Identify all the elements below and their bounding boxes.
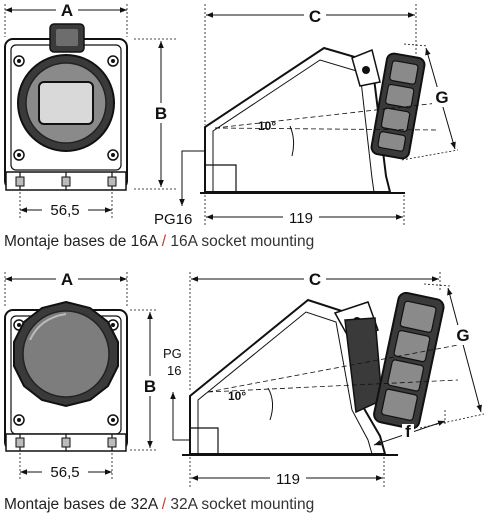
- caption-separator: /: [161, 496, 167, 513]
- dimension-a-bottom: A: [4, 270, 128, 308]
- dimension-width-bottom: 56,5: [19, 453, 113, 481]
- dimension-b-top: B: [134, 38, 178, 190]
- caption-32a: Montaje bases de 32A / 32A socket mounti…: [4, 496, 314, 514]
- dimension-a-top: A: [4, 1, 128, 37]
- caption-en: 32A socket mounting: [170, 496, 315, 513]
- dim-g-label: G: [435, 88, 448, 107]
- caption-es: Montaje bases de 32A: [4, 496, 158, 513]
- side-view-32a: 10°: [182, 291, 459, 456]
- dimension-depth-top: 119: [204, 195, 405, 227]
- screw-hole-icon: [107, 55, 119, 67]
- angle-label: 10°: [258, 119, 276, 133]
- screw-hole-icon: [107, 149, 119, 161]
- pg-callout-top: PG16: [154, 150, 205, 228]
- dimension-b-bottom: B: [130, 309, 160, 451]
- dimension-f-bottom: f: [373, 410, 446, 446]
- dim-a-label: A: [61, 1, 73, 20]
- caption-es: Montaje bases de 16A: [4, 233, 158, 250]
- dimension-g-top: G: [401, 43, 459, 161]
- dim-g-label: G: [456, 326, 469, 345]
- caption-separator: /: [161, 233, 167, 250]
- front-view-16a: [4, 23, 128, 191]
- dimension-depth-bottom: 119: [189, 457, 385, 488]
- socket-head-icon: [373, 291, 445, 430]
- front-view-32a: [4, 300, 128, 452]
- pg-label: PG16: [154, 211, 192, 228]
- dim-b-label: B: [144, 377, 156, 396]
- dim-c-label: C: [309, 7, 321, 26]
- pg-callout-bottom: PG 16: [163, 346, 190, 441]
- dim-width-label: 56,5: [50, 464, 79, 481]
- dim-depth-label: 119: [276, 471, 300, 488]
- screw-hole-icon: [13, 55, 25, 67]
- screw-hole-icon: [13, 414, 25, 426]
- dim-f-label: f: [405, 422, 411, 441]
- dimension-c-top: C: [204, 4, 417, 125]
- caption-16a: Montaje bases de 16A / 16A socket mounti…: [4, 233, 314, 251]
- dim-width-label: 56,5: [50, 202, 79, 219]
- dim-a-label: A: [61, 270, 73, 289]
- dim-b-label: B: [155, 104, 167, 123]
- pg-label-line1: PG: [163, 346, 182, 361]
- dimension-g-bottom: G: [419, 283, 485, 429]
- side-view-16a: 10°: [200, 46, 439, 194]
- pg-label-line2: 16: [167, 363, 181, 378]
- angle-label: 10°: [228, 389, 246, 403]
- socket-head-icon: [370, 52, 426, 160]
- dim-c-label: C: [309, 270, 321, 289]
- caption-en: 16A socket mounting: [170, 233, 315, 250]
- dim-depth-label: 119: [289, 210, 313, 227]
- screw-hole-icon: [13, 149, 25, 161]
- screw-hole-icon: [107, 414, 119, 426]
- dimension-c-bottom: C: [189, 270, 441, 392]
- dimension-width-top: 56,5: [19, 192, 113, 219]
